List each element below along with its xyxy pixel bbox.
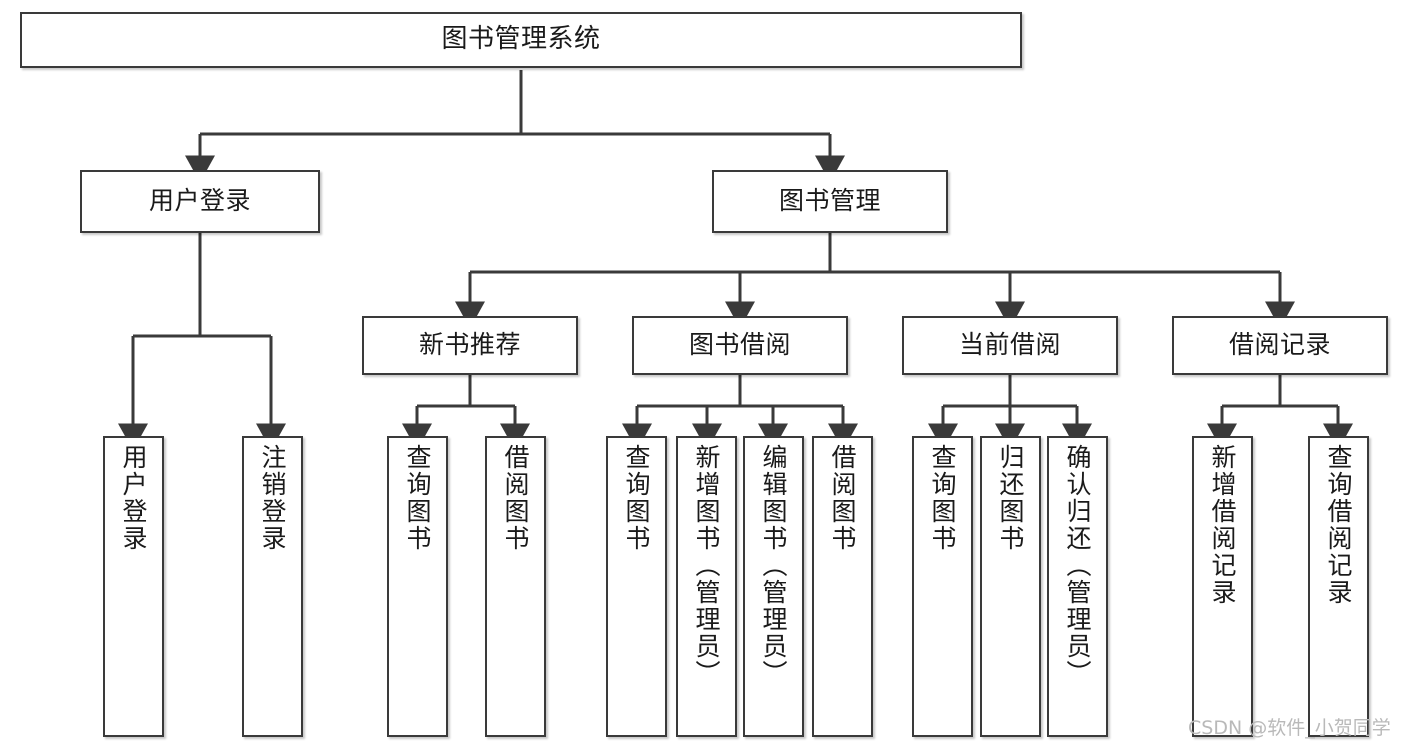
node-label: 归还图书: [996, 444, 1025, 552]
leaf-borrow-book[interactable]: 借阅图书: [812, 436, 873, 737]
leaf-edit-book-admin[interactable]: 编辑图书（管理员）: [743, 436, 804, 737]
node-label: 用户登录: [148, 186, 251, 216]
node-new-book-recommend[interactable]: 新书推荐: [362, 316, 578, 375]
node-label: 注销登录: [258, 444, 287, 552]
node-borrow-records[interactable]: 借阅记录: [1172, 316, 1388, 375]
node-current-borrow[interactable]: 当前借阅: [902, 316, 1118, 375]
node-label: 图书借阅: [688, 330, 791, 360]
node-label: 新增图书（管理员）: [692, 444, 721, 687]
leaf-confirm-return-admin[interactable]: 确认归还（管理员）: [1047, 436, 1108, 737]
node-label: 查询图书: [622, 444, 651, 552]
leaf-query-book-borrow[interactable]: 查询图书: [606, 436, 667, 737]
node-label: 查询图书: [928, 444, 957, 552]
node-label: 确认归还（管理员）: [1063, 444, 1092, 687]
node-book-borrow[interactable]: 图书借阅: [632, 316, 848, 375]
watermark-text: CSDN @软件_小贺同学: [1188, 717, 1391, 739]
node-user-login[interactable]: 用户登录: [80, 170, 320, 233]
node-label: 查询图书: [403, 444, 432, 552]
node-label: 借阅图书: [828, 444, 857, 552]
node-label: 查询借阅记录: [1324, 444, 1353, 606]
node-label: 借阅记录: [1228, 330, 1331, 360]
leaf-query-borrow-record[interactable]: 查询借阅记录: [1308, 436, 1369, 737]
node-label: 新书推荐: [418, 330, 521, 360]
leaf-add-borrow-record[interactable]: 新增借阅记录: [1192, 436, 1253, 737]
node-label: 图书管理: [778, 186, 881, 216]
node-label: 当前借阅: [958, 330, 1061, 360]
node-book-management[interactable]: 图书管理: [712, 170, 948, 233]
node-label: 图书管理系统: [441, 24, 601, 55]
leaf-user-login[interactable]: 用户登录: [103, 436, 164, 737]
node-label: 用户登录: [119, 444, 148, 552]
leaf-borrow-book-recommend[interactable]: 借阅图书: [485, 436, 546, 737]
leaf-query-book-current[interactable]: 查询图书: [912, 436, 973, 737]
node-label: 新增借阅记录: [1208, 444, 1237, 606]
node-label: 借阅图书: [501, 444, 530, 552]
leaf-return-book[interactable]: 归还图书: [980, 436, 1041, 737]
leaf-add-book-admin[interactable]: 新增图书（管理员）: [676, 436, 737, 737]
leaf-logout[interactable]: 注销登录: [242, 436, 303, 737]
node-label: 编辑图书（管理员）: [759, 444, 788, 687]
leaf-query-book-recommend[interactable]: 查询图书: [387, 436, 448, 737]
node-root-图书管理系统[interactable]: 图书管理系统: [20, 12, 1022, 68]
